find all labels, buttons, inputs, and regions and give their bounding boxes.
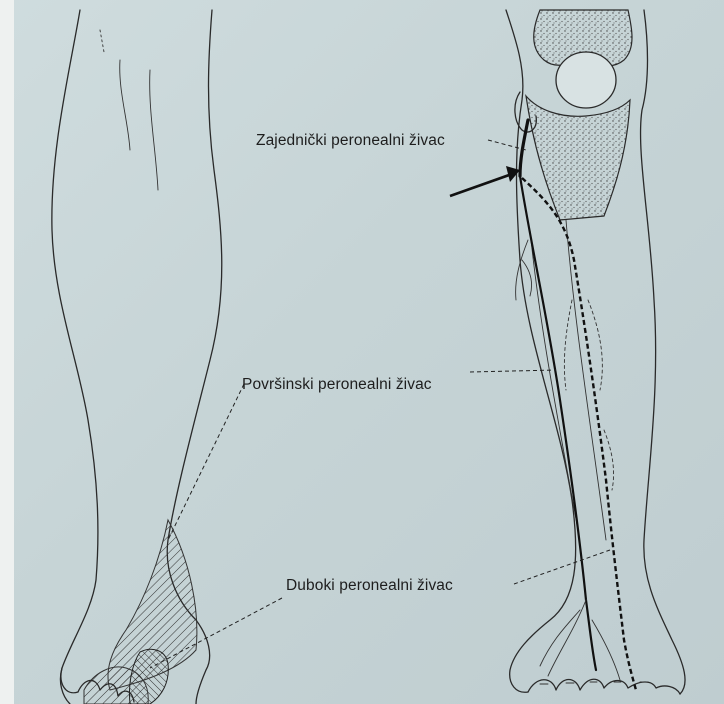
superficial-branch-1: [548, 600, 586, 676]
right-leg: [450, 10, 685, 694]
deep-branch-2: [564, 300, 572, 390]
deep-peroneal-nerve: [522, 178, 636, 690]
superficial-peroneal-nerve: [520, 176, 596, 670]
leader-superficial-left: [168, 384, 244, 540]
label-deep-peroneal-nerve: Duboki peronealni živac: [286, 577, 453, 595]
tibia-shaft: [566, 220, 606, 540]
injury-arrow: [450, 166, 520, 196]
label-superficial-peroneal-nerve: Površinski peronealni živac: [242, 376, 432, 394]
left-leg-muscle-line: [120, 60, 130, 150]
deep-branch-1: [588, 300, 602, 390]
right-foot-toes: [528, 679, 680, 694]
patella: [556, 52, 616, 108]
left-leg-muscle-line-2: [150, 70, 158, 190]
leader-superficial-right: [470, 370, 556, 372]
toe-nails: [540, 682, 648, 684]
label-common-peroneal-nerve: Zajednički peronealni živac: [256, 132, 445, 150]
right-leg-inner-contour: [641, 10, 686, 694]
tibia-head: [526, 96, 630, 220]
left-leg-outer-contour: [52, 10, 98, 704]
leader-deep-right: [514, 550, 610, 584]
left-leg: [52, 10, 222, 704]
leader-common: [488, 140, 526, 150]
superficial-branch-3: [540, 610, 580, 666]
